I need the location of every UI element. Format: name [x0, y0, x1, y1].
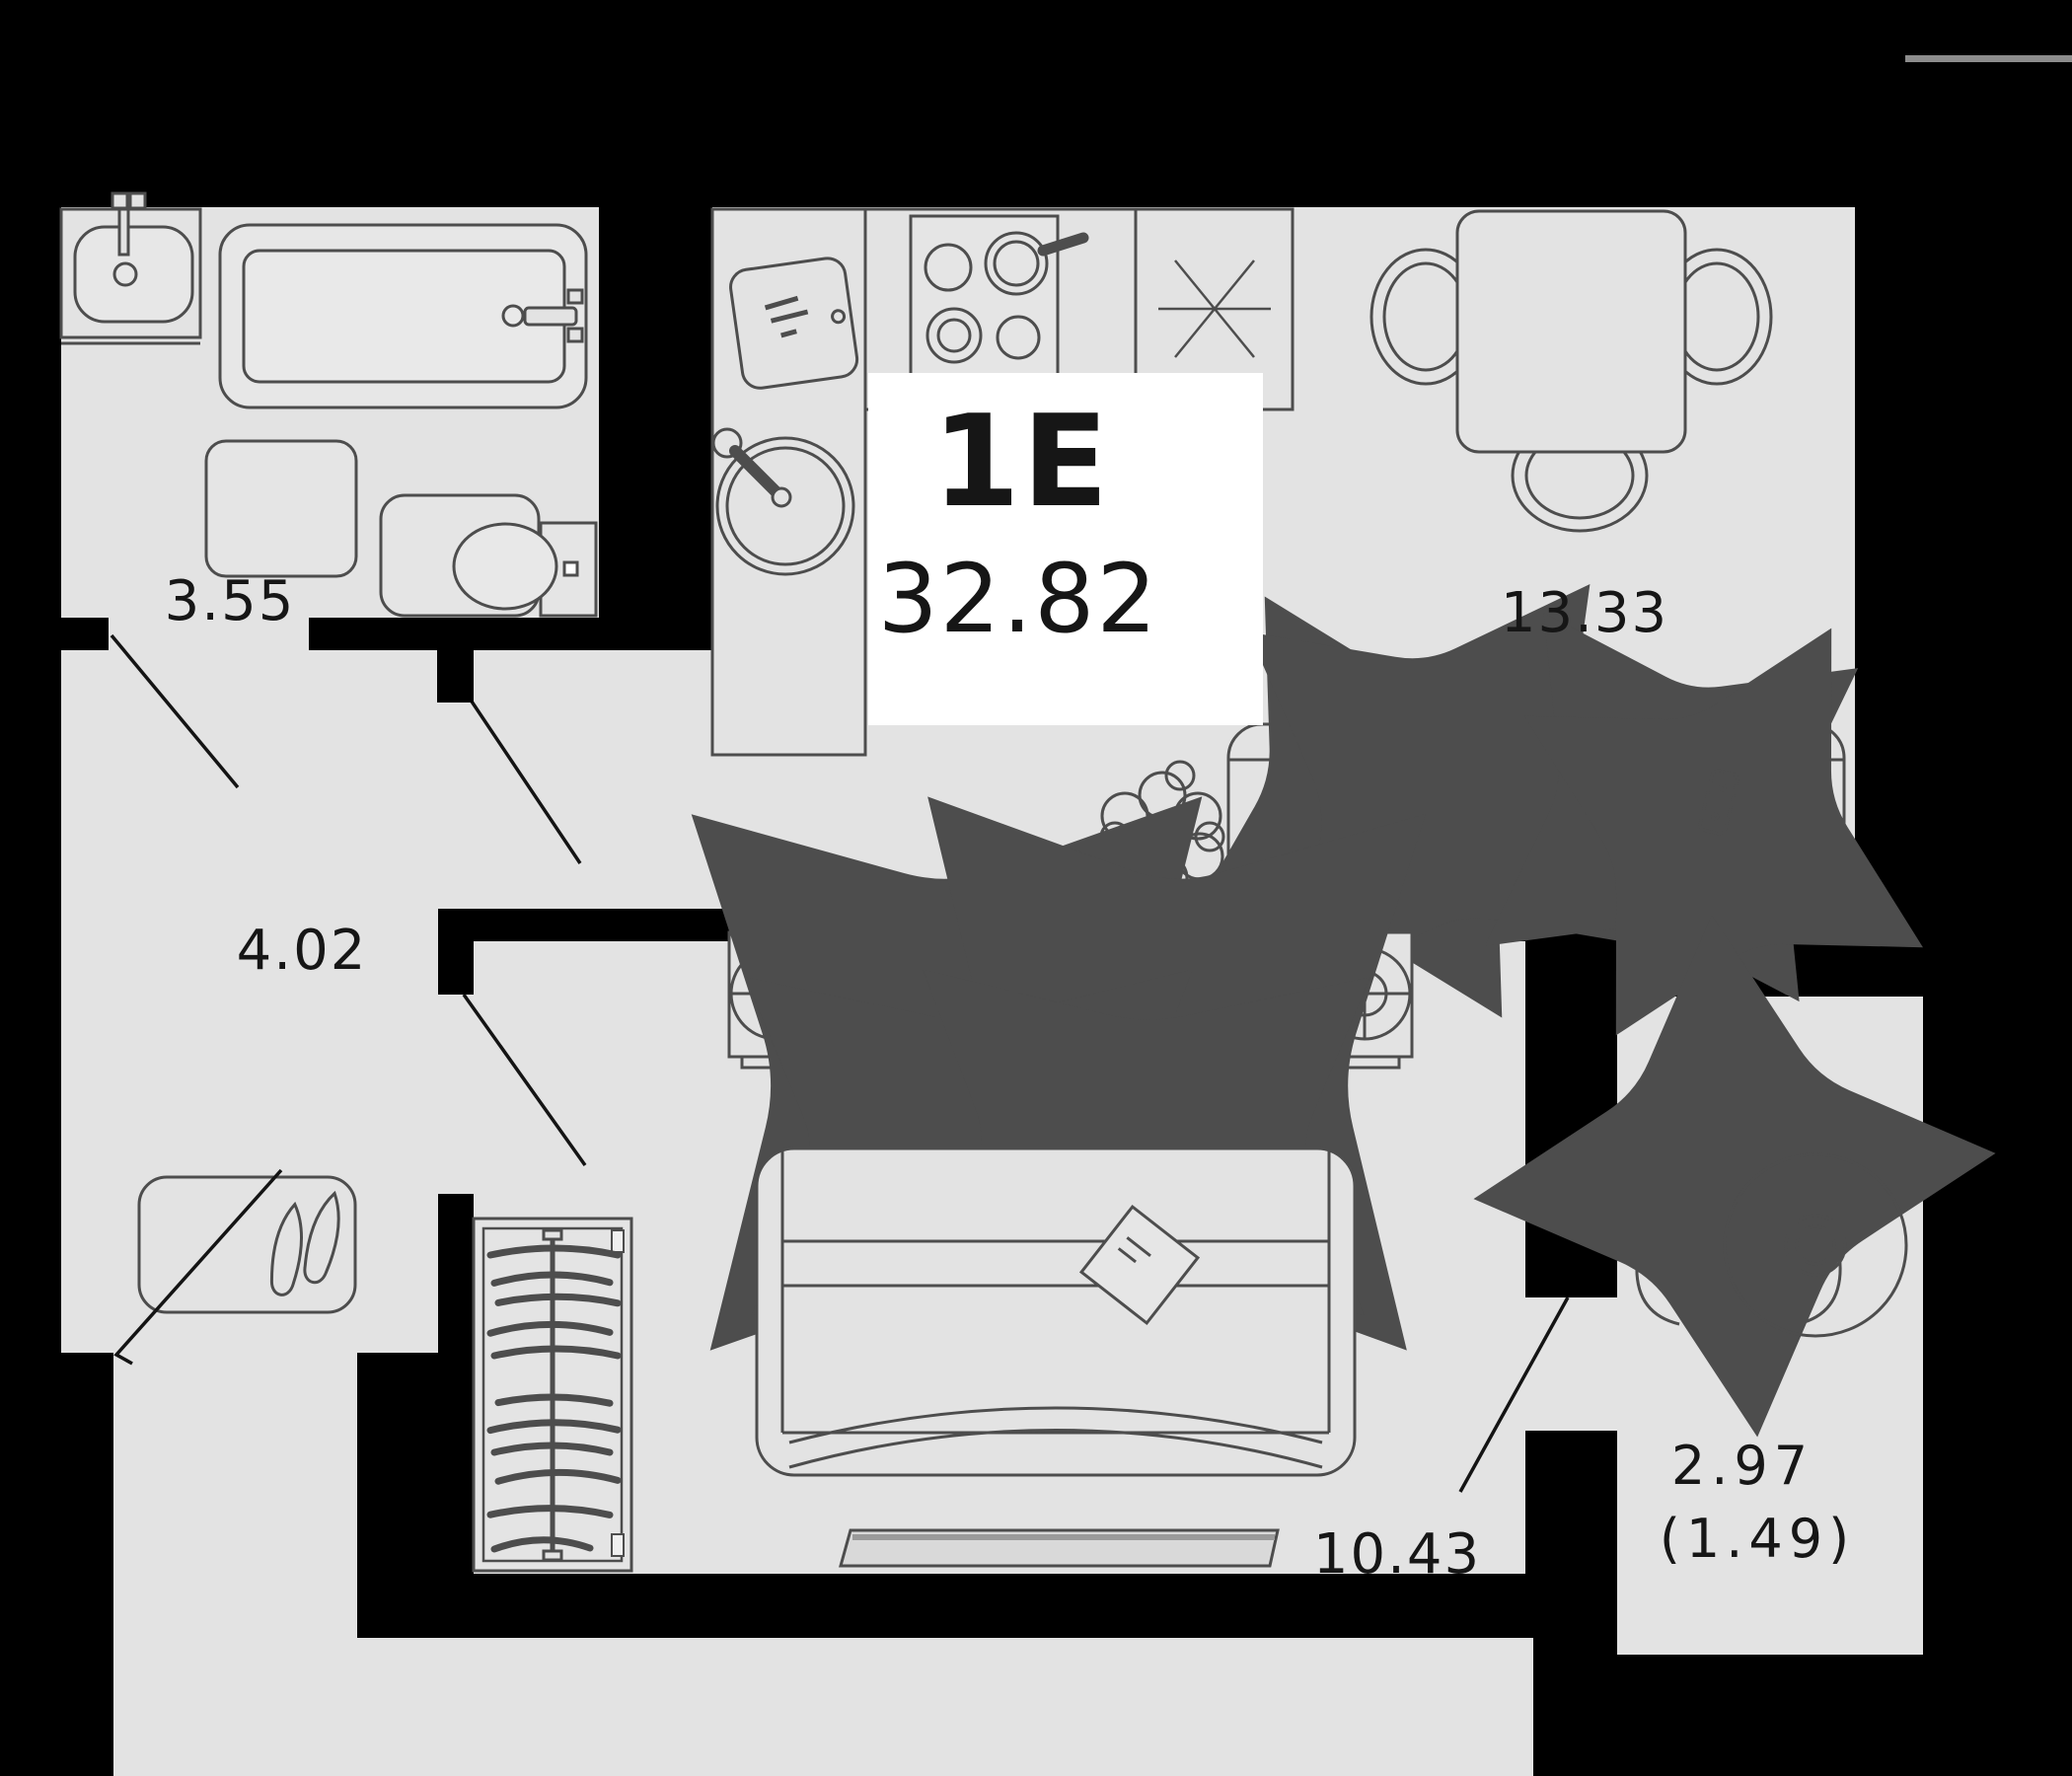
burner-icon: [996, 315, 1041, 360]
kitchen-counter-left: [710, 207, 867, 757]
hanger-icon: [486, 1505, 614, 1518]
armchair: [1628, 1079, 1849, 1324]
kitchen-sink: [711, 427, 855, 576]
total-area-label: 32.82: [878, 544, 1159, 654]
toilet: [379, 493, 598, 618]
info-box: [868, 373, 1263, 725]
hanger-icon: [486, 1419, 622, 1435]
balcony-door-swing: [1458, 1296, 1570, 1493]
balcony-area-label: 2.97: [1671, 1435, 1813, 1497]
kitchen-door-swing: [454, 677, 582, 864]
bed-body: [755, 1147, 1357, 1477]
entrance-door-swing: [113, 1168, 283, 1366]
blanket-fold: [788, 1406, 1323, 1444]
bedroom-area-label: 10.43: [1313, 1522, 1481, 1587]
side-table: [1723, 1152, 1908, 1338]
hallway-floor: [61, 650, 438, 1353]
cushion: [1654, 1095, 1814, 1256]
balcony: [1628, 1079, 1908, 1338]
labels: 1E 32.82 3.55 4.02 13.33 10.43 2.97 (1.4…: [165, 373, 1855, 1587]
faucet-spout-icon: [729, 445, 784, 500]
bathroom-door-opening: [109, 618, 309, 651]
flush-button-icon: [562, 560, 579, 577]
remote-icon: [1698, 769, 1739, 836]
burner-icon: [925, 307, 983, 364]
hanger-icon: [490, 1345, 622, 1360]
shoe-mat: [137, 1175, 357, 1314]
sink-unit: [59, 191, 202, 345]
bed: [755, 945, 1357, 1477]
cutting-board: [729, 257, 859, 390]
kitchen-living-area-label: 13.33: [1501, 581, 1668, 645]
tub-tap-icon: [566, 288, 584, 305]
outside-corridor-floor: [113, 1638, 1533, 1776]
bathroom-door-swing: [110, 633, 240, 789]
scale-dash: [1905, 55, 2072, 62]
tub-drain-icon: [501, 304, 525, 328]
dining-set: [1369, 209, 1773, 533]
bedroom-door-opening: [438, 995, 474, 1194]
tub-tap-icon: [566, 327, 584, 343]
hanger-icon: [486, 1320, 614, 1337]
sofa: [1226, 724, 1844, 901]
entry: [137, 1175, 357, 1314]
hanger-icon: [494, 1393, 614, 1407]
hanger-icon: [490, 1442, 614, 1456]
hangers-icon: [486, 1244, 622, 1553]
stove: [909, 214, 1089, 416]
hanger-icon: [494, 1293, 622, 1307]
hallway-lower-floor: [113, 1353, 357, 1639]
appliance-asterisk-icon: [1158, 259, 1271, 358]
bedroom-door-swing: [462, 993, 587, 1167]
wall-stub: [437, 650, 474, 703]
toilet-bowl: [452, 522, 558, 611]
hanger-icon: [494, 1468, 622, 1485]
burner-icon: [924, 243, 973, 292]
washing-machine: [204, 439, 358, 578]
faucet-handle-icon: [111, 191, 129, 210]
hanger-icon: [490, 1536, 594, 1553]
hanger-icon: [486, 1244, 622, 1259]
bathroom-area-label: 3.55: [165, 569, 296, 633]
dining-table: [1455, 209, 1687, 454]
bedroom: [472, 932, 1414, 1573]
hallway-area-label: 4.02: [237, 919, 368, 983]
drain-icon: [112, 261, 138, 287]
balcony-area-reduced-label: (1.49): [1660, 1508, 1855, 1570]
wall-stubs: [437, 650, 474, 703]
bathroom: [59, 191, 598, 618]
tub-faucet-icon: [523, 306, 578, 327]
faucet-spout-icon: [117, 207, 130, 257]
pan-icon: [984, 231, 1049, 296]
bathtub: [218, 223, 588, 409]
unit-type-label: 1E: [932, 389, 1111, 536]
hanger-icon: [490, 1271, 614, 1287]
faucet-handle-icon: [128, 191, 147, 210]
pan-handle-icon: [1037, 232, 1089, 257]
kitchen: [710, 207, 1295, 757]
wardrobe: [472, 1217, 633, 1573]
balcony-door-opening: [1525, 1297, 1617, 1431]
door-swings: [110, 633, 1570, 1493]
book-icon: [1078, 1204, 1201, 1326]
blanket-fold: [788, 1429, 1323, 1469]
